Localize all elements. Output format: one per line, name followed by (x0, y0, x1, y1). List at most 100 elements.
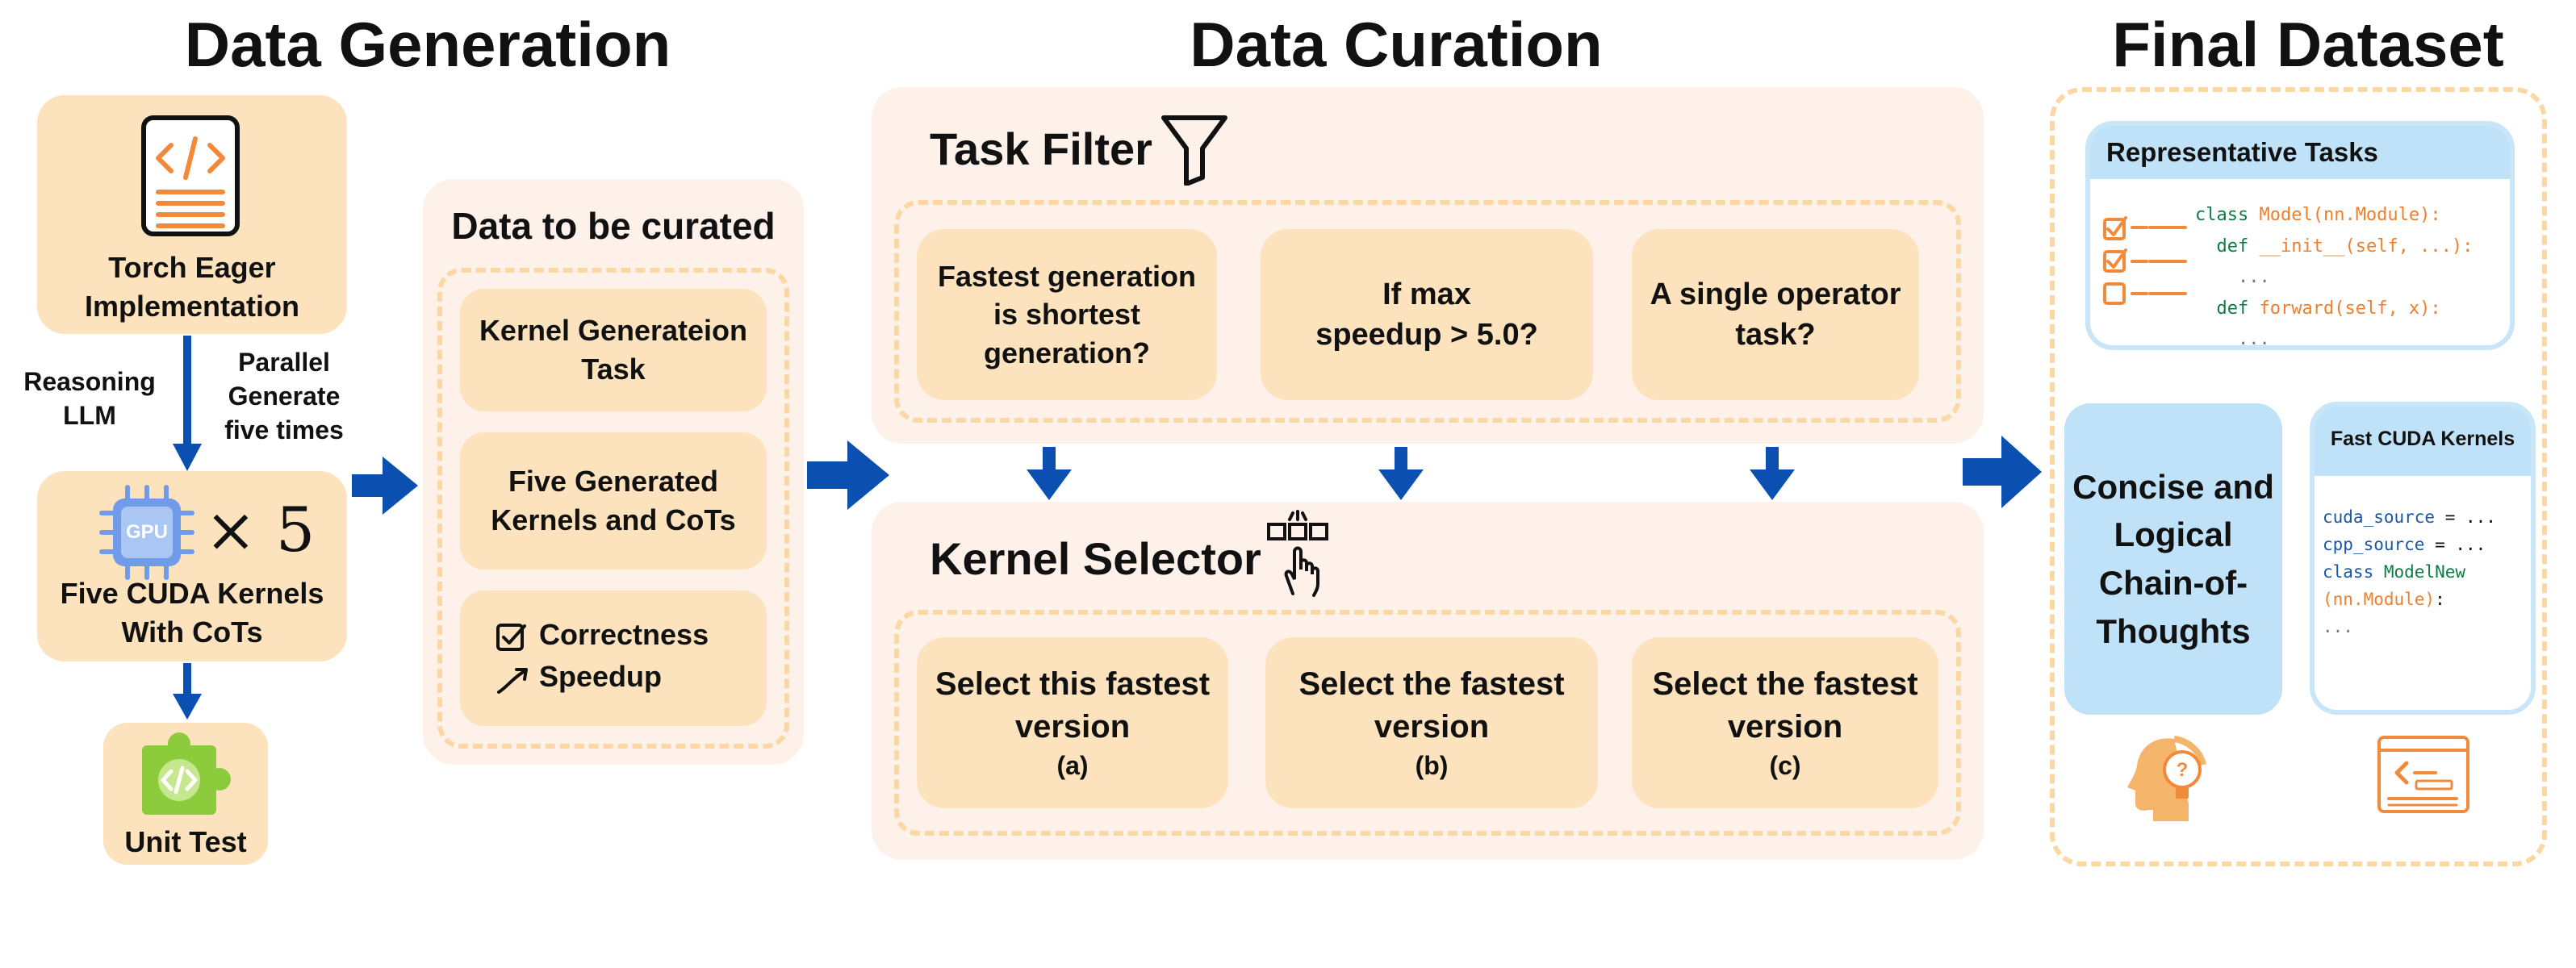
section-title-data-generation: Data Generation (184, 9, 671, 80)
parallel-line-2: Generate (228, 382, 341, 411)
cot-line-2: Logical (2114, 515, 2233, 554)
q1-line-2: is shortest (993, 298, 1141, 332)
fk-colon: : (2435, 590, 2445, 610)
cuda-kernels-line-2: With CoTs (121, 615, 263, 649)
reasoning-line-1: Reasoning (23, 367, 156, 396)
curated-item-checks: Correctness Speedup (460, 590, 767, 726)
torch-eager-line-2: Implementation (84, 289, 300, 323)
arrow-right-to-final (1963, 436, 2043, 508)
curated-item-kernels-line-1: Five Generated (508, 465, 719, 499)
section-title-final-dataset: Final Dataset (2112, 9, 2504, 80)
gpu-label: GPU (125, 521, 168, 543)
select-a-line-1: Select this fastest (935, 666, 1211, 703)
representative-tasks-header (2090, 126, 2510, 179)
torch-eager-line-1: Torch Eager (108, 251, 276, 284)
section-title-data-curation: Data Curation (1190, 9, 1603, 80)
speedup-label: Speedup (539, 660, 663, 693)
fk-line-nnmodule: (nn.Module): (2323, 586, 2496, 613)
code-model: Model(nn.Module): (2259, 205, 2441, 225)
representative-code: class Model(nn.Module): def __init__(sel… (2195, 200, 2473, 356)
parallel-line-1: Parallel (238, 348, 330, 377)
gpu-chip-icon: GPU (98, 484, 195, 581)
arrow-down-a (1025, 447, 1073, 502)
puzzle-code-icon (132, 731, 239, 820)
representative-tasks-title: Representative Tasks (2106, 137, 2378, 167)
cot-line-1: Concise and (2072, 467, 2274, 506)
code-line-init: def __init__(self, ...): (2195, 232, 2474, 263)
code-dots-2: ... (2237, 329, 2270, 349)
torch-eager-box: Torch Eager Implementation (37, 95, 347, 334)
select-a-line-2: version (1014, 708, 1131, 745)
select-c-line-1: Select the fastest (1652, 666, 1918, 703)
filter-question-max-speedup: If max speedup > 5.0? (1261, 229, 1593, 400)
select-version-b: Select the fastest version (b) (1265, 637, 1598, 808)
select-c-line-2: version (1727, 708, 1843, 745)
code-init: __init__(self, ...): (2259, 236, 2474, 257)
fk-assign-1: = ... (2444, 507, 2496, 527)
parallel-line-3: five times (224, 415, 344, 445)
code-dots-1: ... (2237, 267, 2270, 287)
arrow-down-generate (171, 336, 203, 474)
fk-dots: ... (2323, 617, 2353, 637)
final-dataset-panel (2050, 87, 2547, 866)
parallel-generate-label: Parallel Generate five times (211, 345, 357, 448)
chain-of-thoughts-card: Concise and Logical Chain-of- Thoughts (2064, 403, 2282, 715)
select-b-line-2: version (1374, 708, 1490, 745)
code-kw-def-1: def (2216, 236, 2249, 257)
fk-line-cpp: cpp_source = ... (2323, 531, 2496, 558)
select-b-line-1: Select the fastest (1298, 666, 1565, 703)
kernel-selector-title: Kernel Selector (930, 533, 1261, 584)
code-line-dots-1: ... (2195, 262, 2473, 294)
reasoning-llm-label: Reasoning LLM (21, 365, 158, 432)
arrow-down-c (1748, 447, 1796, 502)
head-lightbulb-icon: ? (2124, 729, 2214, 823)
fk-nnmodule: (nn.Module) (2323, 590, 2436, 610)
trend-up-icon (496, 663, 533, 695)
code-window-icon (2376, 734, 2471, 815)
fast-cuda-kernels-title: Fast CUDA Kernels (2330, 428, 2515, 450)
svg-text:?: ? (2177, 759, 2189, 781)
arrow-right-to-curated (352, 457, 420, 515)
curated-item-task-line-2: Task (581, 353, 646, 386)
fast-cuda-kernels-header (2315, 407, 2531, 476)
curated-item-task-line-1: Kernel Generateion (479, 314, 748, 348)
task-filter-title: Task Filter (930, 123, 1152, 174)
task-filter-dashed-group (894, 200, 1961, 423)
q1-line-1: Fastest generation (937, 259, 1197, 293)
arrow-down-unit-test (171, 663, 203, 721)
q3-line-1: A single operator (1650, 277, 1901, 311)
task-filter-panel: Task Filter Fastest generation is shorte… (872, 87, 1984, 444)
cuda-kernels-line-1: Five CUDA Kernels (60, 577, 324, 610)
curated-item-task: Kernel Generateion Task (460, 289, 767, 411)
cuda-kernels-label: Five CUDA Kernels With CoTs (37, 574, 347, 651)
fk-modelnew: ModelNew (2383, 562, 2466, 582)
select-version-c: Select the fastest version (c) (1632, 637, 1938, 808)
fast-kernels-code: cuda_source = ...cpp_source = ...class M… (2323, 503, 2496, 640)
curated-title: Data to be curated (451, 205, 776, 247)
select-c-tag: (c) (1769, 750, 1801, 780)
q2-line-1: If max (1382, 277, 1471, 311)
code-line-dots-2: ... (2195, 324, 2473, 356)
curated-item-kernels-line-2: Kernels and CoTs (491, 503, 736, 536)
reasoning-line-2: LLM (63, 401, 116, 431)
curated-item-kernels: Five Generated Kernels and CoTs (460, 432, 767, 570)
hand-click-icon (1265, 510, 1330, 600)
code-forward: forward(self, x): (2259, 298, 2441, 319)
fk-cpp-source: cpp_source (2323, 535, 2425, 555)
arrow-right-to-curation (807, 440, 891, 510)
q3-line-2: task? (1735, 318, 1816, 352)
filter-question-fastest-shortest: Fastest generation is shortest generatio… (917, 229, 1217, 400)
times-five-label: × 5 (205, 494, 316, 565)
filter-question-single-operator: A single operator task? (1632, 229, 1919, 400)
fk-line-dots: ... (2323, 613, 2496, 640)
q1-line-3: generation? (983, 336, 1150, 369)
code-line-class: class Model(nn.Module): (2195, 200, 2473, 232)
torch-eager-label: Torch Eager Implementation (37, 248, 347, 325)
unit-test-label: Unit Test (124, 825, 247, 858)
code-file-icon (140, 115, 240, 237)
kernel-selector-panel: Kernel Selector Select this fastest vers… (872, 502, 1984, 860)
funnel-icon (1160, 113, 1228, 186)
fk-line-cuda: cuda_source = ... (2323, 503, 2496, 531)
q2-line-2: speedup > 5.0? (1315, 318, 1538, 352)
fk-assign-2: = ... (2435, 535, 2486, 555)
